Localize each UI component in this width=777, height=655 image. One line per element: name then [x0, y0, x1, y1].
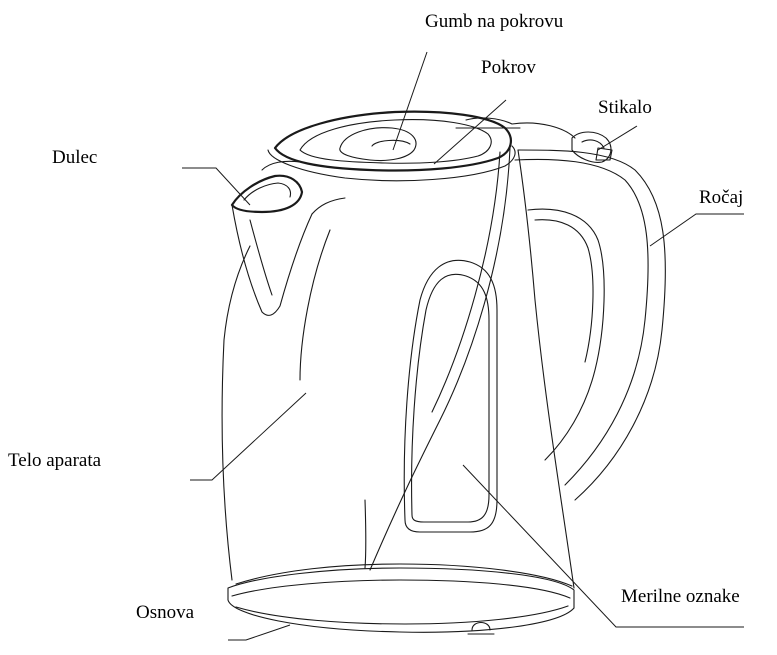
water-level-window: [404, 260, 497, 532]
label-switch: Stikalo: [598, 98, 652, 117]
power-switch: [572, 132, 612, 162]
label-lid-button: Gumb na pokrovu: [425, 12, 563, 31]
leader-lid: [434, 100, 506, 164]
kettle-body: [222, 148, 574, 588]
label-spout: Dulec: [52, 148, 97, 167]
leader-switch: [598, 126, 637, 150]
leader-lid-button: [393, 52, 427, 150]
kettle-lid: [268, 112, 575, 181]
label-body: Telo aparata: [8, 451, 101, 470]
leader-body: [190, 393, 306, 480]
label-measuring-marks: Merilne oznake: [621, 587, 740, 606]
label-handle: Ročaj: [699, 188, 743, 207]
leader-base: [228, 625, 290, 640]
label-lid: Pokrov: [481, 58, 536, 77]
leader-spout: [182, 168, 250, 205]
kettle-base: [228, 568, 574, 634]
kettle-spout: [232, 161, 345, 315]
label-base: Osnova: [136, 603, 194, 622]
